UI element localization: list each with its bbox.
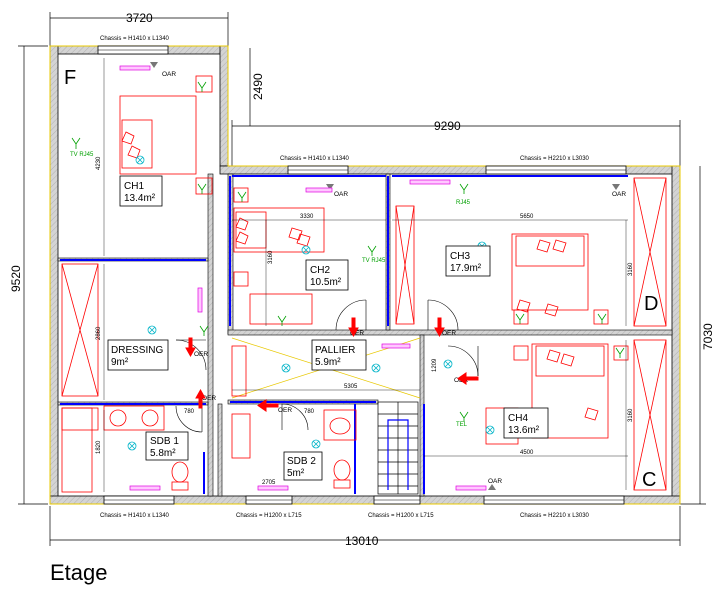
dim-5650: 5650: [520, 214, 534, 220]
svg-text:CH3: CH3: [450, 251, 470, 262]
socket-label-ch1: TV RJ45: [70, 152, 94, 158]
dim-step-height: 2490: [251, 73, 265, 100]
svg-text:PALLIER: PALLIER: [315, 345, 355, 356]
dim-right-height: 7030: [701, 323, 715, 350]
room-label-ch3: CH3 17.9m²: [445, 245, 491, 277]
svg-text:13.4m²: 13.4m²: [124, 193, 156, 204]
outline-trim: [49, 45, 681, 505]
window-label-ch1: Chassis = H1410 x L1340: [100, 36, 170, 42]
svg-text:OER: OER: [202, 395, 216, 402]
wardrobes: [61, 177, 667, 491]
room-label-ch4: CH4 13.6m²: [503, 407, 549, 439]
bathroom-fixtures: [61, 405, 357, 493]
svg-text:5.9m²: 5.9m²: [315, 357, 341, 368]
nightstands: [195, 75, 629, 361]
insulation-lines: [60, 175, 628, 494]
svg-text:OAR: OAR: [488, 478, 502, 485]
svg-text:DRESSING: DRESSING: [111, 345, 163, 356]
inner-dim-lines: [103, 58, 628, 492]
svg-text:OER: OER: [278, 407, 292, 414]
dim-3330: 3330: [300, 214, 314, 220]
dim-3160-ch2: 3160: [268, 250, 274, 264]
svg-text:OAR: OAR: [612, 191, 626, 198]
oar-labels: OAR OAR OAR OAR: [162, 71, 626, 485]
dim-5305: 5305: [344, 384, 358, 390]
exterior-walls: [49, 45, 681, 505]
svg-text:CH4: CH4: [508, 413, 528, 424]
floor-level-title: Etage: [50, 560, 108, 585]
vent-arrows: [150, 62, 620, 490]
dim-1209: 1209: [432, 358, 438, 372]
svg-text:10.5m²: 10.5m²: [310, 277, 342, 288]
letter-c: C: [642, 469, 656, 491]
svg-text:OAR: OAR: [162, 71, 176, 78]
window-label-stair: Chassis = H1200 x L715: [368, 513, 434, 519]
letter-d: D: [644, 293, 658, 315]
room-label-sdb2: SDB 2 5m²: [283, 451, 323, 481]
room-label-dressing: DRESSING 9m²: [107, 339, 169, 371]
window-label-sdb1: Chassis = H1410 x L1340: [100, 513, 170, 519]
window-center-lines: [98, 49, 626, 501]
window-label-sdb2: Chassis = H1200 x L715: [236, 513, 302, 519]
socket-label-ch2: TV RJ45: [362, 258, 386, 264]
airflow-arrows: [185, 317, 479, 412]
room-label-sdb1: SDB 1 5.8m²: [145, 431, 189, 461]
socket-label-ch4: TEL: [456, 422, 468, 428]
room-label-ch1: CH1 13.4m²: [119, 175, 163, 207]
window-label-ch2: Chassis = H1410 x L1340: [280, 156, 350, 162]
svg-text:OAR: OAR: [334, 191, 348, 198]
svg-text:SDB 1: SDB 1: [150, 436, 179, 447]
dim-total-height: 9520: [9, 265, 23, 292]
desks: [231, 407, 519, 459]
pillow-marks: [121, 131, 599, 421]
svg-text:OER: OER: [442, 330, 456, 337]
dim-top-left: 3720: [126, 11, 153, 25]
dim-1820: 1820: [96, 440, 102, 454]
svg-text:OER: OER: [350, 330, 364, 337]
svg-text:5.8m²: 5.8m²: [150, 448, 176, 459]
dim-3160-ch4: 3160: [628, 408, 634, 422]
svg-text:5m²: 5m²: [287, 468, 305, 479]
svg-text:9m²: 9m²: [111, 357, 129, 368]
dim-4230: 4230: [96, 156, 102, 170]
electrical-sockets: [71, 81, 625, 422]
room-label-ch2: CH2 10.5m²: [305, 259, 349, 291]
svg-text:OER: OER: [194, 351, 208, 358]
dim-2705: 2705: [262, 480, 276, 486]
dim-780a: 780: [184, 409, 195, 415]
svg-text:13.6m²: 13.6m²: [508, 425, 540, 436]
dim-total-width: 13010: [345, 534, 379, 548]
staircase: [377, 401, 419, 495]
svg-text:17.9m²: 17.9m²: [450, 263, 482, 274]
window-label-ch3: Chassis = H2210 x L3030: [520, 156, 590, 162]
dim-2860: 2860: [96, 326, 102, 340]
svg-text:SDB 2: SDB 2: [287, 456, 316, 467]
dim-3160-ch3: 3160: [628, 262, 634, 276]
beds: [119, 95, 609, 439]
dimension-lines: [18, 12, 706, 546]
room-label-palier: PALLIER 5.9m²: [311, 339, 367, 371]
dim-780b: 780: [304, 409, 315, 415]
dim-4500: 4500: [520, 450, 534, 456]
letter-f: F: [64, 67, 76, 89]
socket-label-ch3: RJ45: [456, 200, 471, 206]
light-fixtures: [127, 155, 495, 451]
svg-text:CH1: CH1: [124, 181, 144, 192]
radiators: [119, 65, 487, 491]
window-label-ch4: Chassis = H2210 x L3030: [520, 513, 590, 519]
dim-right-width: 9290: [434, 119, 461, 133]
svg-text:CH2: CH2: [310, 265, 330, 276]
